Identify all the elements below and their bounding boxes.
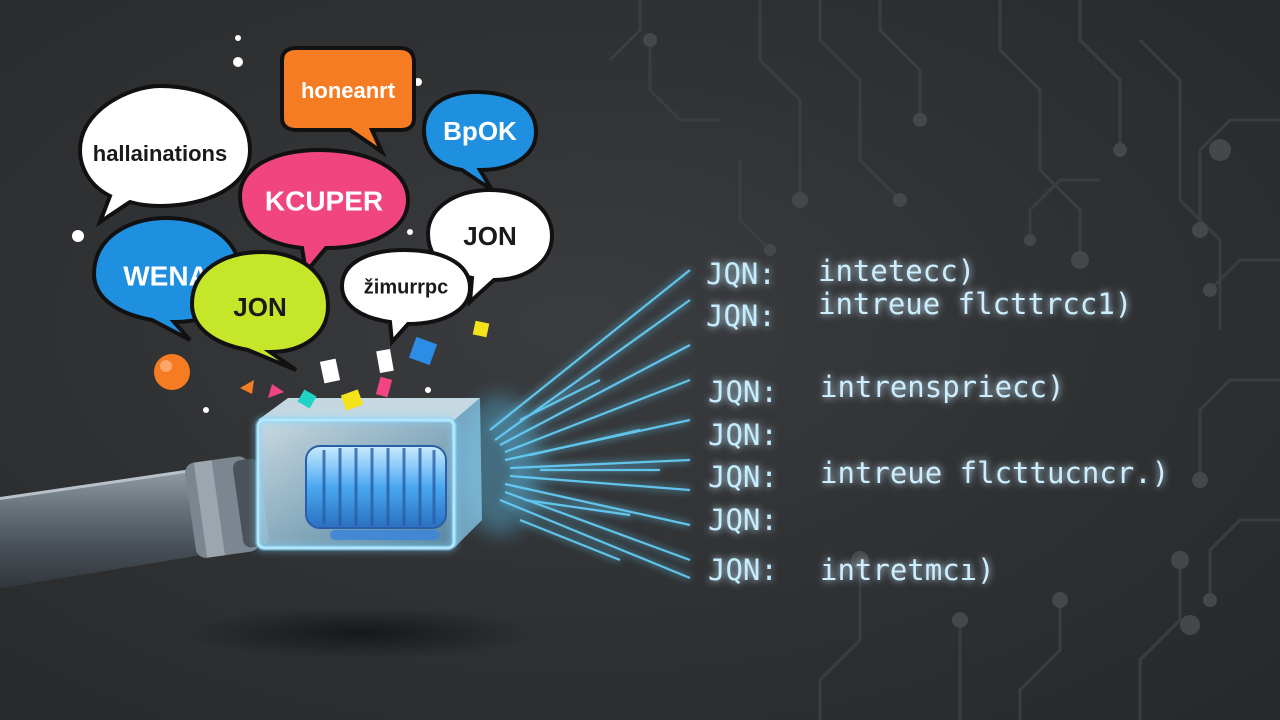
json-line: JQN: intetecc) <box>706 254 975 291</box>
bubble-label-bpok: BpOK <box>443 116 517 146</box>
bubble-label-jon-white: JON <box>463 221 516 251</box>
json-line-key: JQN: <box>706 299 776 333</box>
json-line-key: JQN: <box>708 460 778 494</box>
speech-bubble-icon: hallainations honeanrt BpOK KCUPER JON W… <box>77 46 555 372</box>
bubble-bpok: BpOK <box>421 89 539 192</box>
json-output: JQN: intetecc) JQN: intreue flcttrcc1) J… <box>706 254 1169 587</box>
floor-shadow <box>185 607 535 659</box>
json-line-key: JQN: <box>708 418 778 452</box>
json-line-key: JQN: <box>708 553 778 587</box>
data-stream-lines <box>489 269 691 580</box>
json-line-key: JQN: <box>708 503 778 537</box>
bubble-jon-green: JON <box>189 249 331 372</box>
bubble-label-jon-green: JON <box>233 292 286 322</box>
json-line-value: intreue flcttucncr.) <box>820 456 1169 490</box>
bubble-label-honeanrt: honeanrt <box>301 78 396 103</box>
bubble-kcuper: KCUPER <box>237 147 411 277</box>
json-line-value: intetecc) <box>818 254 975 288</box>
json-line: JQN: intreue flcttrcc1) <box>706 287 1132 333</box>
json-line: JQN: <box>708 503 778 537</box>
json-line-value: intretmcı) <box>820 553 995 587</box>
json-line-value: intreue flcttrcc1) <box>818 287 1132 321</box>
bubble-zimurrpc: žimurrpc <box>339 247 473 347</box>
pipe-icon <box>0 456 269 589</box>
json-line-value: intrenspriecc) <box>820 370 1064 404</box>
bubble-label-zimurrpc: žimurrpc <box>364 276 448 298</box>
json-line-key: JQN: <box>706 257 776 291</box>
bubble-honeanrt: honeanrt <box>280 46 416 158</box>
json-line: JQN: intretmcı) <box>708 553 995 587</box>
json-line: JQN: intreue flcttucncr.) <box>708 456 1169 494</box>
circuit-node-dots <box>643 33 1231 635</box>
bubble-hallainations: hallainations <box>77 83 253 228</box>
json-line: JQN: <box>708 418 778 452</box>
filter-box-icon <box>255 398 482 551</box>
circuit-trace-icon <box>608 0 1280 720</box>
json-line: JQN: intrenspriecc) <box>708 370 1064 409</box>
json-line-key: JQN: <box>708 375 778 409</box>
bubble-label-kcuper: KCUPER <box>265 185 383 216</box>
bubble-label-hallainations: hallainations <box>93 141 227 166</box>
confetti-icon <box>72 35 490 413</box>
